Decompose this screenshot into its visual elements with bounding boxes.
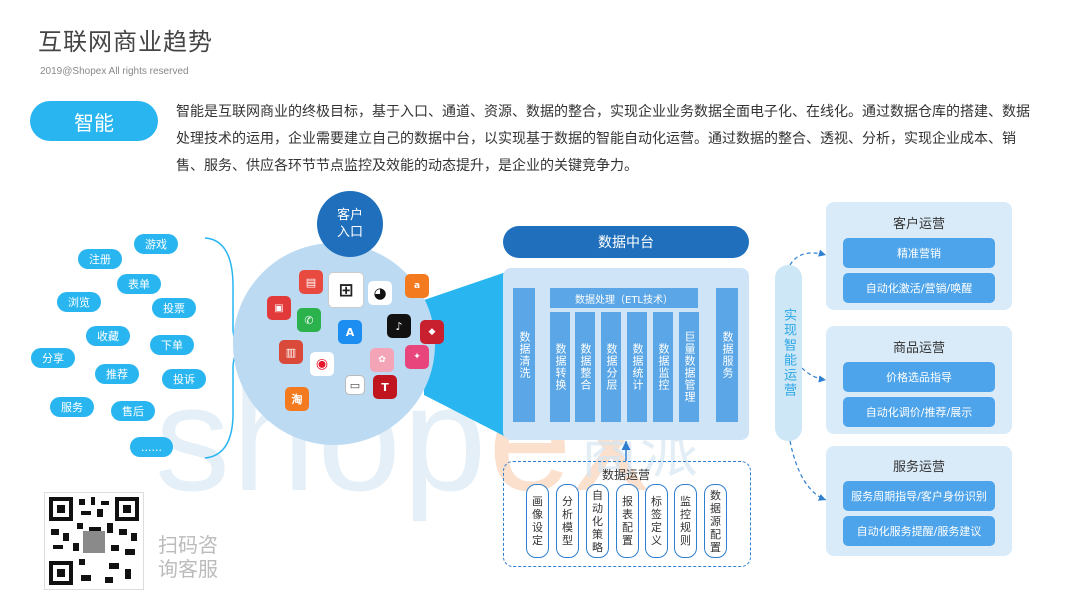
data-ops-item: 分析模型: [556, 484, 579, 558]
product-ops-title: 商品运营: [892, 341, 945, 356]
process-col-stats: 数据统计: [627, 312, 647, 422]
bubble-recommend: 推荐: [95, 364, 139, 384]
page-title: 互联网商业趋势: [38, 28, 213, 56]
data-ops-item: 标签定义: [645, 484, 668, 558]
process-col-integrate: 数据整合: [575, 312, 595, 422]
qr-code-icon: ⊞: [328, 272, 364, 308]
customer-ops-title: 客户运营: [892, 217, 945, 232]
bubble-complaint: 投诉: [162, 369, 206, 389]
shop-app-icon: ▤: [299, 270, 323, 294]
bubble-game: 游戏: [134, 234, 178, 254]
etl-bar: 数据处理（ETL技术）: [550, 288, 698, 308]
product-ops-item: 价格选品指导: [843, 362, 995, 392]
phone-icon: ▭: [345, 375, 365, 395]
intro-text: 智能是互联网商业的终极目标，基于入口、通道、资源、数据的整合，实现企业业务数据全…: [176, 104, 1030, 174]
bubble-collect: 收藏: [86, 326, 130, 346]
customer-ops-item: 精准营销: [843, 238, 995, 268]
copyright: 2019@Shopex All rights reserved: [40, 66, 189, 77]
data-ops-item: 自动化策略: [586, 484, 609, 558]
service-ops-item: 自动化服务提醒/服务建议: [843, 516, 995, 546]
bubble-order: 下单: [150, 335, 194, 355]
qr-label: 扫码咨 询客服: [158, 533, 218, 581]
data-ops-title: 数据运营: [601, 468, 650, 482]
taobao-icon: 淘: [285, 387, 309, 411]
data-cleaning-column: 数据清洗: [513, 288, 535, 422]
data-ops-box: [503, 461, 751, 567]
bubble-aftersale: 售后: [111, 401, 155, 421]
data-ops-item: 报表配置: [616, 484, 639, 558]
game-app-icon: ◆: [420, 320, 444, 344]
process-col-bigdata: 巨量数据管理: [679, 312, 699, 422]
alibaba-icon: a: [405, 274, 429, 298]
data-ops-item: 画像设定: [526, 484, 549, 558]
bubble-register: 注册: [78, 249, 122, 269]
bubble-browse: 浏览: [57, 292, 101, 312]
process-col-layer: 数据分层: [601, 312, 621, 422]
customer-entry-badge: 客户 入口: [317, 191, 383, 257]
taobao-shop-icon: ▣: [267, 296, 291, 320]
customer-ops-item: 自动化激活/营销/唤醒: [843, 273, 995, 303]
data-ops-item: 监控规则: [674, 484, 697, 558]
bubble-share: 分享: [31, 348, 75, 368]
store-app-icon: ▥: [279, 340, 303, 364]
tmall-icon: T: [373, 375, 397, 399]
data-ops-item: 数据源配置: [704, 484, 727, 558]
process-col-monitor: 数据监控: [653, 312, 673, 422]
bubble-more: ......: [130, 437, 173, 457]
service-ops-item: 服务周期指导/客户身份识别: [843, 481, 995, 511]
bubble-form: 表单: [117, 274, 161, 294]
qq-icon: ◕: [368, 281, 392, 305]
process-col-transform: 数据转换: [550, 312, 570, 422]
smart-ops-label: 实现智能运营: [775, 265, 802, 441]
data-center-title: 数据中台: [503, 226, 749, 258]
qr-code-icon: [44, 492, 144, 590]
wechat-icon: ✆: [297, 308, 321, 332]
tiktok-icon: ♪: [387, 314, 411, 338]
product-ops-item: 自动化调价/推荐/展示: [843, 397, 995, 427]
data-service-column: 数据服务: [716, 288, 738, 422]
service-ops-title: 服务运营: [892, 460, 945, 475]
beauty-app-icon: ✿: [370, 348, 394, 372]
bubble-vote: 投票: [152, 298, 196, 318]
app-store-icon: A: [338, 320, 362, 344]
shop2-app-icon: ✦: [405, 345, 429, 369]
bubble-service: 服务: [50, 397, 94, 417]
weibo-icon: ◉: [310, 352, 334, 376]
intro-pill: 智能: [30, 101, 158, 141]
qr-code-graphic: [49, 497, 139, 585]
